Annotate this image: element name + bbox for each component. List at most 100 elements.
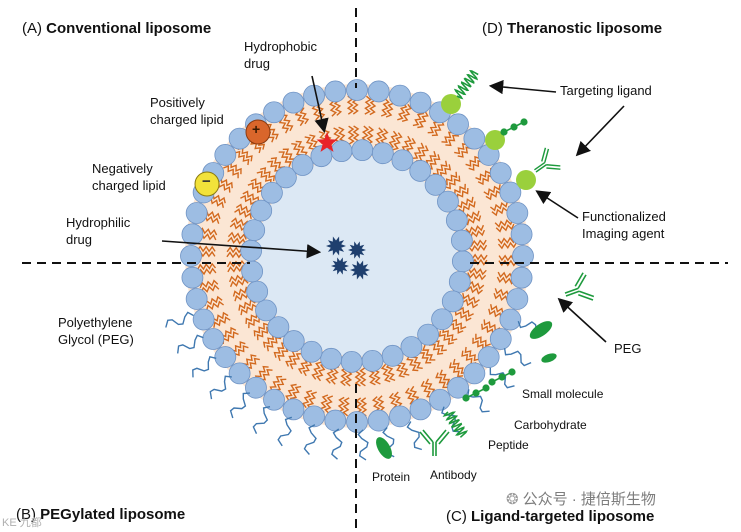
outer-lipid-head xyxy=(185,288,208,310)
lipid-tail xyxy=(464,285,483,295)
protein-blob-1 xyxy=(529,321,553,339)
lipid-tail xyxy=(445,130,460,147)
outer-lipid-head xyxy=(324,80,347,103)
inner-lipid-head xyxy=(448,270,471,293)
lipid-tail xyxy=(199,279,219,289)
lipid-tail xyxy=(196,245,216,253)
lipid-tail xyxy=(200,284,220,294)
lipid-tail xyxy=(380,97,390,117)
hydrophobic-drug-label: Hydrophobic drug xyxy=(244,38,317,72)
outer-lipid-head xyxy=(202,328,225,350)
lipid-tail xyxy=(495,223,515,233)
inner-lipid-head xyxy=(431,308,453,331)
lipid-tail xyxy=(483,184,501,196)
arrows xyxy=(161,75,625,343)
antibody-label: Antibody xyxy=(430,468,477,482)
lipid-tail xyxy=(260,167,276,182)
lipid-tail xyxy=(498,259,518,267)
watermark-text: 公众号 · 捷倍斯生物 xyxy=(522,491,656,508)
outer-lipid-head xyxy=(263,101,285,124)
lipid-tail xyxy=(496,276,516,285)
imaging-agent-1 xyxy=(441,94,461,114)
positive-lipid-head xyxy=(245,119,271,145)
protein-blob-3 xyxy=(376,437,392,459)
lipid-tail xyxy=(397,102,408,121)
lipid-tail xyxy=(342,397,350,417)
arrow-peg xyxy=(557,297,607,343)
lipid-tail xyxy=(385,362,396,382)
outer-lipid-head xyxy=(510,266,533,289)
corner-watermark: KE 九都 xyxy=(2,517,42,529)
lipid-tail xyxy=(256,170,272,186)
lipid-tail xyxy=(426,154,441,170)
peptide-coil xyxy=(442,411,469,438)
lipid-tail xyxy=(431,119,445,137)
lipid-tail xyxy=(464,346,480,362)
peg-chain xyxy=(277,416,293,447)
lipid-tail xyxy=(422,344,436,361)
lipid-tail xyxy=(347,125,355,145)
lipid-tail xyxy=(489,201,509,212)
hydrophilic-drug-particle xyxy=(350,260,370,280)
lipid-tail xyxy=(301,390,313,409)
outer-lipid-head xyxy=(506,202,529,224)
carbohydrate-label: Carbohydrate xyxy=(514,418,587,432)
carbohydrate-molecule-atom xyxy=(472,389,480,397)
lipid-tail xyxy=(289,385,302,404)
peg-chain xyxy=(177,334,204,354)
lipid-tail xyxy=(454,309,472,322)
lipid-tail xyxy=(439,369,453,386)
targeting-coil-1 xyxy=(453,69,479,100)
lipid-tail xyxy=(298,106,310,125)
peg-chain xyxy=(303,424,317,455)
lipid-tail xyxy=(462,292,480,304)
outer-lipid-head xyxy=(324,409,347,432)
peg-chain xyxy=(165,311,194,328)
outer-lipid-head xyxy=(263,388,285,411)
targeting-ligand-label: Targeting ligand xyxy=(560,83,652,98)
lipid-tail xyxy=(227,231,247,240)
lipid-tail xyxy=(444,175,461,190)
outer-lipid-head xyxy=(367,80,390,103)
lipid-tail xyxy=(315,363,327,382)
lipid-tail xyxy=(273,342,288,358)
outer-lipid-head xyxy=(463,362,486,385)
theranostic-antibody xyxy=(534,147,561,173)
lipid-tail xyxy=(197,267,217,276)
inner-lipid-head xyxy=(450,229,473,252)
imaging-agent-3 xyxy=(516,170,536,190)
inner-lipid-head xyxy=(300,340,323,363)
lipid-heads xyxy=(180,79,534,433)
outer-lipid-head xyxy=(245,376,267,399)
inner-lipid-head xyxy=(291,154,314,176)
negative-lipid-line1: Negatively xyxy=(92,161,153,176)
inner-lipid-head xyxy=(282,330,305,352)
quadrant-b-name: PEGylated liposome xyxy=(40,506,186,523)
peg-right-label: PEG xyxy=(614,341,642,356)
inner-lipid-head xyxy=(241,260,264,283)
outer-lipid-head xyxy=(477,346,500,368)
lipid-tail xyxy=(435,372,449,389)
quadrant-c-name: Ligand-targeted liposome xyxy=(471,508,655,525)
lipid-tail xyxy=(278,151,292,168)
outer-lipid-head xyxy=(389,84,411,107)
inner-lipid-head xyxy=(255,299,277,322)
peg-chain xyxy=(406,421,423,451)
lipid-tail xyxy=(229,278,249,288)
peg-antibody-shape xyxy=(564,272,595,301)
peg-left-line2: Glycol (PEG) xyxy=(58,332,134,347)
inner-lipid-head xyxy=(417,323,440,346)
outer-lipid-head xyxy=(192,308,215,331)
lipid-tail xyxy=(234,208,252,220)
lipid-tail xyxy=(442,326,458,342)
lipid-tail xyxy=(265,123,279,140)
negative-lipid-head xyxy=(194,171,220,197)
functionalized-imaging-line1: Functionalized xyxy=(582,209,666,224)
lipid-tail xyxy=(497,236,517,245)
inner-lipid-head xyxy=(400,336,423,358)
lipid-tail xyxy=(467,272,487,281)
drugs xyxy=(316,132,370,280)
outer-lipid-head xyxy=(367,409,390,432)
quadrant-dividers xyxy=(22,8,728,532)
